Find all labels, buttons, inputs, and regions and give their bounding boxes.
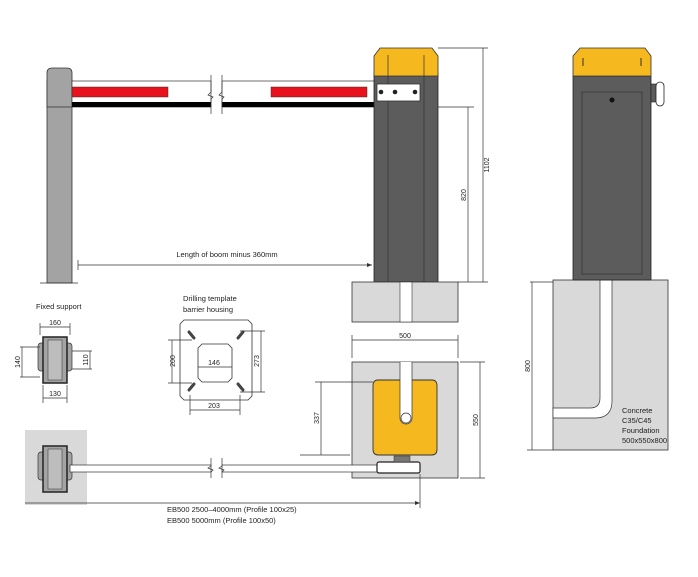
dim-550: 550 xyxy=(473,414,480,426)
dim-273: 273 xyxy=(254,355,261,367)
fixed-post xyxy=(46,79,73,284)
housing-cap xyxy=(373,47,439,77)
concrete-note: Concrete xyxy=(622,406,652,415)
boom-spec: EB500 2500–4000mm (Profile 100x25) xyxy=(167,505,297,514)
concrete-note: 500x550x800 xyxy=(622,436,667,445)
side-view: 800 Concrete C35/C45 Foundation 500x550x… xyxy=(525,47,669,451)
cable-duct xyxy=(552,279,613,419)
dim-200: 200 xyxy=(170,355,177,367)
reflective-stripe xyxy=(270,86,368,98)
front-view: 1102 820 Length of boom minus 360mm xyxy=(40,47,491,323)
reflective-stripe xyxy=(71,86,169,98)
dim-820: 820 xyxy=(461,189,468,201)
fixed-support-title: Fixed support xyxy=(36,302,82,311)
barrier-housing xyxy=(373,73,439,283)
housing-side xyxy=(572,75,652,281)
dim-337: 337 xyxy=(314,412,321,424)
dim-800: 800 xyxy=(525,360,532,372)
boom-plan xyxy=(69,458,378,478)
boom-bracket xyxy=(376,83,421,102)
dim-130: 130 xyxy=(49,391,61,398)
cap-side xyxy=(572,47,652,77)
dim-203: 203 xyxy=(208,403,220,410)
drilling-template-title: Drilling template xyxy=(183,294,237,303)
dim-500: 500 xyxy=(399,333,411,340)
plan-view: 500 550 337 EB500 2500–4000mm (Profile 1… xyxy=(25,333,485,525)
dim-110: 110 xyxy=(83,354,90,365)
boom-spec: EB500 5000mm (Profile 100x50) xyxy=(167,516,276,525)
dim-160: 160 xyxy=(49,320,61,327)
fixed-post-cap xyxy=(46,67,73,108)
concrete-note: Foundation xyxy=(622,426,660,435)
boom xyxy=(71,75,378,114)
dim-1102: 1102 xyxy=(484,157,491,172)
drilling-template-title: barrier housing xyxy=(183,305,233,314)
concrete-note: C35/C45 xyxy=(622,416,652,425)
fixed-support-detail: Fixed support 160 140 110 130 xyxy=(15,302,92,403)
break-mark xyxy=(207,75,225,114)
drilling-template: Drilling template barrier housing 200 14… xyxy=(168,294,265,415)
dim-140: 140 xyxy=(15,356,22,368)
dim-146: 146 xyxy=(208,360,220,367)
lock-icon xyxy=(609,97,615,103)
boom-length-label: Length of boom minus 360mm xyxy=(176,250,277,259)
